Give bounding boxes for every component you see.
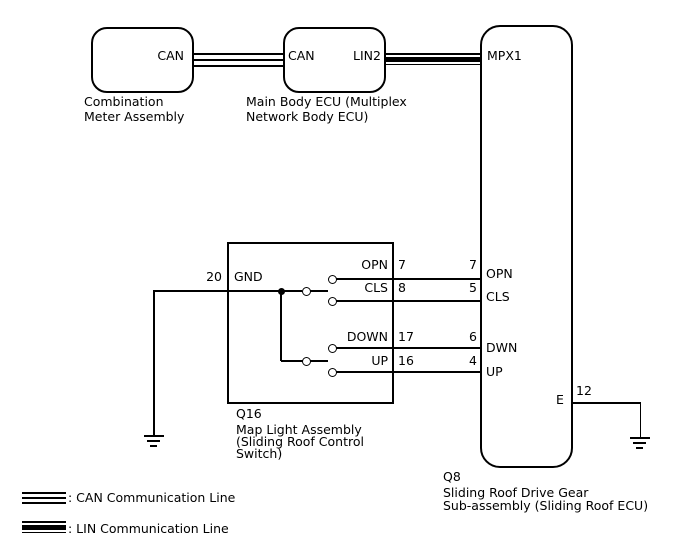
wire-up xyxy=(336,371,481,373)
sliding-roof-ecu-caption-line2: Sub-assembly (Sliding Roof ECU) xyxy=(443,498,649,513)
ecu-pin4-number: 4 xyxy=(469,353,477,368)
legend-lin-label: : LIN Communication Line xyxy=(68,521,229,536)
ecu-pin6-number: 6 xyxy=(469,329,477,344)
sliding-roof-ecu-caption-line1: Sliding Roof Drive Gear xyxy=(443,485,589,500)
can-communication-line xyxy=(193,53,284,67)
wire-switch-lower-horizontal xyxy=(281,360,303,362)
ecu-pin-dwn: DWN xyxy=(486,340,518,355)
map-light-pin-cls: CLS xyxy=(364,280,388,295)
map-light-pin17-number: 17 xyxy=(398,329,414,344)
sliding-roof-ecu-code: Q8 xyxy=(443,469,461,484)
sliding-roof-ecu-box xyxy=(480,25,573,468)
wire-cls xyxy=(336,300,481,302)
switch-lever-upper xyxy=(310,290,328,292)
switch-lever-lower xyxy=(310,360,328,362)
map-light-pin7-number: 7 xyxy=(398,257,406,272)
ecu-pin12-number: 12 xyxy=(576,383,592,398)
wire-switch-upper-horizontal xyxy=(283,290,302,292)
combination-meter-box xyxy=(91,27,194,93)
map-light-pin-gnd: GND xyxy=(234,269,263,284)
map-light-caption-line3: Switch) xyxy=(236,446,283,461)
wire-down xyxy=(336,347,481,349)
sliding-roof-ecu-pin-mpx1: MPX1 xyxy=(487,48,522,63)
ecu-pin-cls: CLS xyxy=(486,289,510,304)
combination-meter-caption-line2: Meter Assembly xyxy=(84,109,185,124)
ground-symbol-left-bar1 xyxy=(144,435,164,437)
legend-can-label: : CAN Communication Line xyxy=(68,490,236,505)
map-light-assembly-box xyxy=(227,242,394,404)
wire-gnd-vertical xyxy=(153,290,155,436)
ground-symbol-left-bar2 xyxy=(147,440,160,442)
ecu-pin-up: UP xyxy=(486,364,503,379)
lin-communication-line xyxy=(385,53,481,65)
wire-opn xyxy=(336,278,481,280)
ecu-pin-e: E xyxy=(556,392,564,407)
map-light-code: Q16 xyxy=(236,406,262,421)
map-light-caption-line1: Map Light Assembly xyxy=(236,422,362,437)
main-body-ecu-caption-line1: Main Body ECU (Multiplex xyxy=(246,94,407,109)
ground-symbol-right-bar2 xyxy=(633,442,646,444)
ground-symbol-right-bar1 xyxy=(630,437,650,439)
legend-lin-symbol xyxy=(22,521,66,533)
combination-meter-caption-line1: Combination xyxy=(84,94,164,109)
wire-e-vertical xyxy=(639,402,641,437)
map-light-caption-line2: (Sliding Roof Control xyxy=(236,434,364,449)
main-body-ecu-box xyxy=(283,27,386,93)
ground-symbol-left-bar3 xyxy=(150,445,157,447)
ecu-pin5-number: 5 xyxy=(469,280,477,295)
map-light-pin8-number: 8 xyxy=(398,280,406,295)
map-light-pin-up: UP xyxy=(371,353,388,368)
main-body-ecu-pin-can: CAN xyxy=(288,48,315,63)
main-body-ecu-pin-lin2: LIN2 xyxy=(353,48,381,63)
wire-e-horizontal xyxy=(571,402,641,404)
map-light-pin-opn: OPN xyxy=(361,257,388,272)
ecu-pin-opn: OPN xyxy=(486,266,513,281)
map-light-pin20-number: 20 xyxy=(206,269,222,284)
main-body-ecu-caption-line2: Network Body ECU) xyxy=(246,109,369,124)
map-light-pin-down: DOWN xyxy=(346,329,388,344)
ecu-pin7-number: 7 xyxy=(469,257,477,272)
map-light-pin16-number: 16 xyxy=(398,353,414,368)
wire-gnd-horizontal xyxy=(153,290,282,292)
ground-symbol-right-bar3 xyxy=(636,447,643,449)
combination-meter-pin-can: CAN xyxy=(157,48,184,63)
wire-switch-common-vertical xyxy=(280,291,282,361)
legend-can-symbol xyxy=(22,492,66,504)
